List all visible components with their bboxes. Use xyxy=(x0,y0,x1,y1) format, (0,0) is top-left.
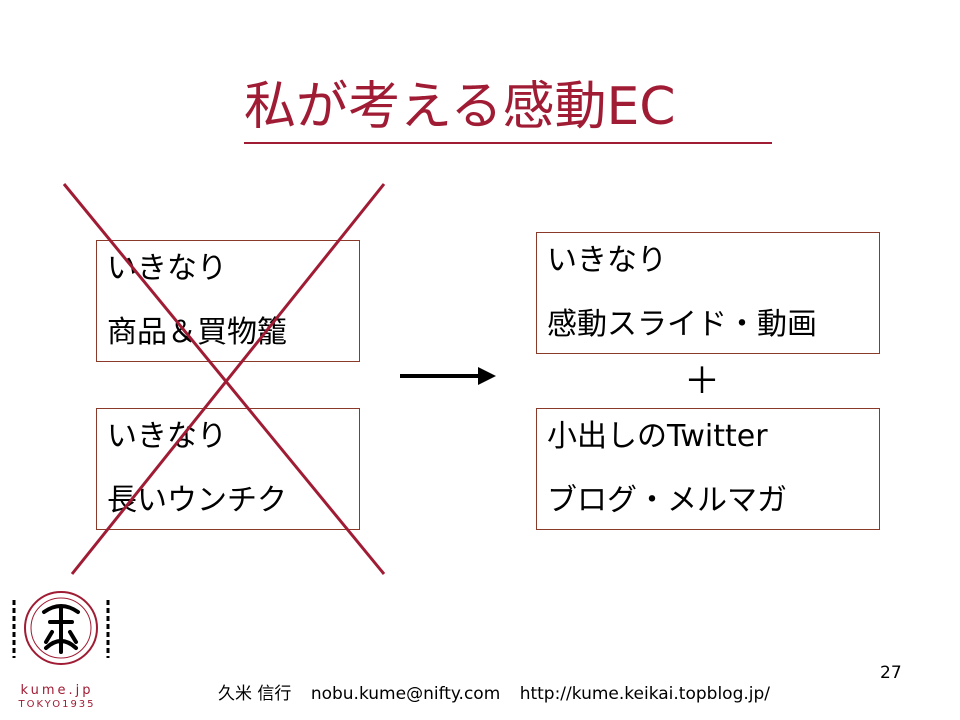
right-box-top-line1: いきなり xyxy=(547,243,667,278)
kume-logo xyxy=(6,582,116,712)
logo-url-text: kume.jp xyxy=(20,683,94,698)
right-box-bottom-line1: 小出しのTwitter xyxy=(547,419,768,454)
footer-author: 久米 信行 xyxy=(218,684,292,704)
right-box-bottom: 小出しのTwitter ブログ・メルマガ xyxy=(536,408,880,530)
arrow-right-icon xyxy=(400,367,496,385)
left-box-top: いきなり 商品＆買物籠 xyxy=(96,240,360,362)
footer: 久米 信行 nobu.kume@nifty.com http://kume.ke… xyxy=(218,682,784,706)
footer-url: http://kume.keikai.topblog.jp/ xyxy=(519,684,771,704)
left-box-bottom-line1: いきなり xyxy=(107,419,227,454)
right-box-top: いきなり 感動スライド・動画 xyxy=(536,232,880,354)
logo-year-text: TOKYO1935 xyxy=(18,699,96,710)
page-number: 27 xyxy=(880,663,902,683)
right-box-top-line2: 感動スライド・動画 xyxy=(547,307,817,342)
left-box-bottom: いきなり 長いウンチク xyxy=(96,408,360,530)
left-box-bottom-line2: 長いウンチク xyxy=(107,483,287,518)
right-box-bottom-line2: ブログ・メルマガ xyxy=(547,483,787,518)
plus-sign: ＋ xyxy=(683,361,720,402)
left-box-top-line2: 商品＆買物籠 xyxy=(107,315,287,350)
title-underline xyxy=(244,142,772,144)
slide-title: 私が考える感動EC xyxy=(244,77,676,137)
left-box-top-line1: いきなり xyxy=(107,251,227,286)
footer-email: nobu.kume@nifty.com xyxy=(310,684,501,704)
